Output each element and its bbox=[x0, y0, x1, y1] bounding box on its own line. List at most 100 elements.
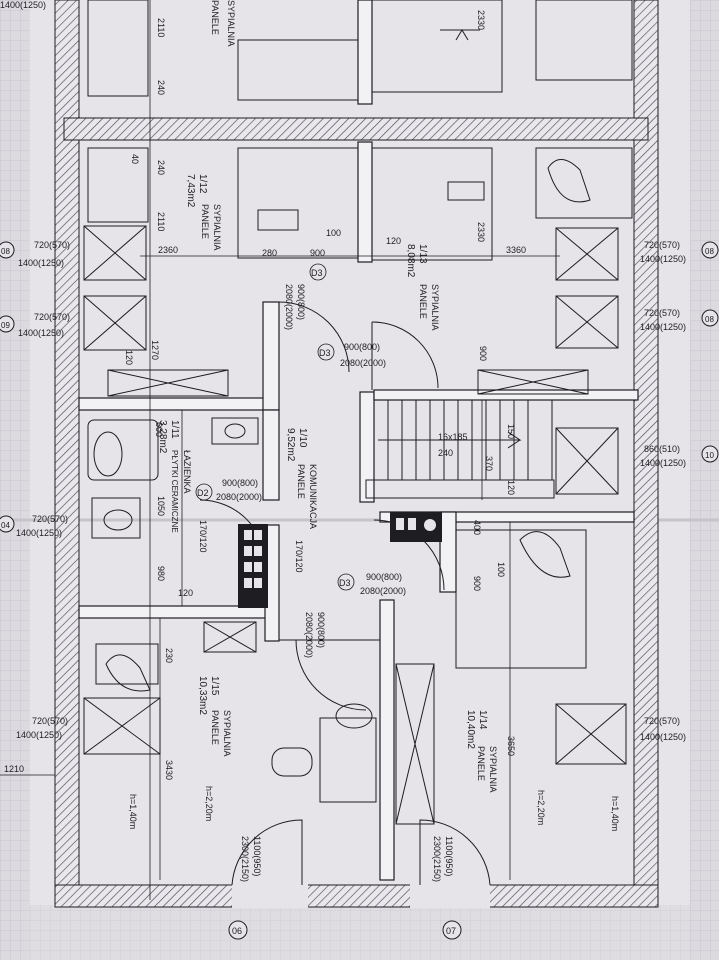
room-1-10-finish: PANELE bbox=[296, 464, 306, 499]
room-1-15-name: SYPIALNIA bbox=[222, 710, 232, 757]
dim-40: 40 bbox=[130, 154, 140, 164]
dim-600: 600 bbox=[154, 422, 164, 437]
dimension-lines bbox=[0, 0, 560, 900]
window-left-4-size: 720(570) bbox=[32, 716, 68, 726]
dim-1050: 1050 bbox=[156, 496, 166, 516]
balcony-door-right-height: 2300(2150) bbox=[432, 836, 442, 882]
right-margin-grid bbox=[690, 0, 719, 960]
room-1-12-label: 1/12 7,43m2 SYPIALNIA PANELE bbox=[185, 174, 222, 251]
door-d3-c-width: 900(800) bbox=[366, 572, 402, 582]
window-left-1-height: 1400(1250) bbox=[18, 258, 64, 268]
window-right-3-size: 860(510) bbox=[644, 444, 680, 454]
balcony-opening-right bbox=[410, 884, 490, 908]
height-h140-left: h=1,40m bbox=[128, 794, 138, 829]
dim-1210: 1210 bbox=[4, 764, 24, 774]
room-1-15-finish: PANELE bbox=[210, 710, 220, 745]
window-left-4-height: 1400(1250) bbox=[16, 730, 62, 740]
room-1-11-number: 1/11 bbox=[169, 420, 180, 439]
dim-2330-mid: 2330 bbox=[476, 222, 486, 242]
door-d2: D2 900(800) 2080(2000) bbox=[195, 478, 262, 502]
interior-walls bbox=[78, 0, 639, 881]
door-d3-a: D3 900(800) 2080(2000) bbox=[284, 263, 327, 330]
stairs-d120: 120 bbox=[506, 480, 516, 495]
window-label-right-2: 720(570) 1400(1250) bbox=[640, 308, 686, 332]
room-1-10-number: 1/10 bbox=[297, 428, 308, 448]
stairs-run: 240 bbox=[438, 448, 453, 458]
room-1-15-number: 1/15 bbox=[209, 676, 220, 696]
window-right-2-height: 1400(1250) bbox=[640, 322, 686, 332]
window-left-2-height: 1400(1250) bbox=[18, 328, 64, 338]
dim-2110-top: 2110 bbox=[156, 18, 166, 37]
room-1-12-number: 1/12 bbox=[197, 174, 208, 194]
dim-2330-top: 2330 bbox=[476, 10, 486, 30]
room-1-13-finish: PANELE bbox=[418, 284, 428, 319]
door-d3-c-height: 2080(2000) bbox=[360, 586, 406, 596]
room-1-11-area: 3,28m2 bbox=[157, 420, 168, 454]
dim-240-top: 240 bbox=[156, 80, 166, 95]
dim-170-120-a: 170/120 bbox=[198, 520, 208, 553]
room-1-14-name: SYPIALNIA bbox=[488, 746, 498, 793]
dim-100-low: 100 bbox=[496, 562, 506, 577]
dim-100-top: 100 bbox=[326, 228, 341, 238]
dim-3650: 3650 bbox=[506, 736, 516, 756]
door-d3-a-height: 2080(2000) bbox=[284, 284, 294, 330]
window-right-4-size: 720(570) bbox=[644, 716, 680, 726]
dim-2110-mid: 2110 bbox=[156, 212, 166, 231]
dim-3360: 3360 bbox=[506, 245, 526, 255]
room-tl-finish: PANELE bbox=[210, 0, 220, 35]
window-label-right-1: 720(570) 1400(1250) bbox=[640, 240, 686, 264]
dim-120-bath: 120 bbox=[178, 588, 193, 598]
room-1-15-label: 1/15 10,33m2 SYPIALNIA PANELE bbox=[197, 676, 232, 757]
window-right-3-height: 1400(1250) bbox=[640, 458, 686, 468]
axis-label-10-right: 10 bbox=[705, 451, 714, 460]
dim-900-low: 900 bbox=[472, 576, 482, 591]
door-d3-a-width: 900(800) bbox=[296, 284, 306, 320]
window-right-1-size: 720(570) bbox=[644, 240, 680, 250]
window-right-4-height: 1400(1250) bbox=[640, 732, 686, 742]
height-h140-right: h=1,40m bbox=[610, 796, 620, 831]
dim-120-top: 120 bbox=[386, 236, 401, 246]
axis-label-04-left: 04 bbox=[1, 521, 10, 530]
axis-label-08-right: 08 bbox=[705, 247, 714, 256]
room-1-12-area: 7,43m2 bbox=[185, 174, 196, 208]
balcony-door-left-height: 2300(2150) bbox=[240, 836, 250, 882]
window-label-right-3: 860(510) 1400(1250) bbox=[640, 444, 686, 468]
door-d3-d: 900(800) 2080(2000) bbox=[304, 612, 326, 658]
room-1-11-label: 1/11 3,28m2 ŁAZIENKA PŁYTKI CERAMICZNE bbox=[157, 420, 192, 533]
door-d3-b-tag: D3 bbox=[319, 348, 331, 358]
balcony-door-left-width: 1100(950) bbox=[252, 836, 262, 876]
door-swings bbox=[199, 301, 445, 711]
room-1-12-name: SYPIALNIA bbox=[212, 204, 222, 251]
room-1-10-name: KOMUNIKACJA bbox=[308, 464, 318, 529]
dim-900-top: 900 bbox=[310, 248, 325, 258]
dim-240-mid: 240 bbox=[156, 160, 166, 175]
dim-280: 280 bbox=[262, 248, 277, 258]
window-label-left-1: 720(570) 1400(1250) bbox=[18, 240, 70, 268]
balcony-door-swing-left bbox=[231, 819, 303, 886]
door-d3-b-height: 2080(2000) bbox=[340, 358, 386, 368]
door-d3-b-width: 900(800) bbox=[344, 342, 380, 352]
stairs-d150: 150 bbox=[506, 424, 516, 439]
window-left-3-height: 1400(1250) bbox=[16, 528, 62, 538]
room-1-11-finish: PŁYTKI CERAMICZNE bbox=[170, 450, 179, 533]
axis-bubbles bbox=[0, 241, 719, 940]
axis-label-09-left: 09 bbox=[1, 321, 10, 330]
room-1-14-number: 1/14 bbox=[477, 710, 488, 730]
exterior-walls bbox=[54, 0, 659, 908]
window-label-left-2: 720(570) 1400(1250) bbox=[18, 312, 70, 338]
balcony-door-label-right: 1100(950) 2300(2150) bbox=[432, 836, 454, 882]
room-1-13-number: 1/13 bbox=[417, 244, 428, 264]
door-d2-width: 900(800) bbox=[222, 478, 258, 488]
dim-400: 400 bbox=[472, 520, 482, 535]
window-label-left-4: 720(570) 1400(1250) bbox=[16, 716, 68, 740]
dim-900-mid: 900 bbox=[478, 346, 488, 361]
room-1-12-finish: PANELE bbox=[200, 204, 210, 239]
balcony-door-swing-right bbox=[419, 819, 491, 886]
top-edge-dim: 1400(1250) bbox=[0, 0, 46, 10]
left-margin-grid bbox=[0, 0, 30, 960]
door-d2-height: 2080(2000) bbox=[216, 492, 262, 502]
stairs-spec: 16x185 bbox=[438, 432, 468, 442]
dim-1270: 1270 bbox=[150, 340, 160, 360]
balcony-door-label-left: 1100(950) 2300(2150) bbox=[240, 836, 262, 882]
